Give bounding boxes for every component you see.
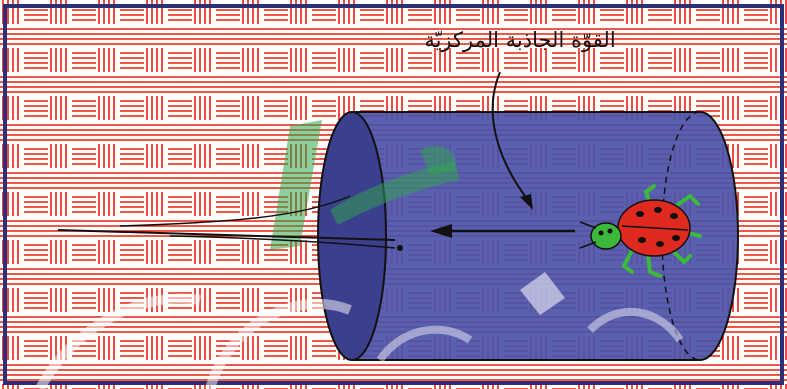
centripetal-force-label: القوّة الجاذبة المركزيّة <box>390 28 650 52</box>
rope-anchor-point <box>397 245 403 251</box>
cylinder-left-face <box>318 112 386 360</box>
